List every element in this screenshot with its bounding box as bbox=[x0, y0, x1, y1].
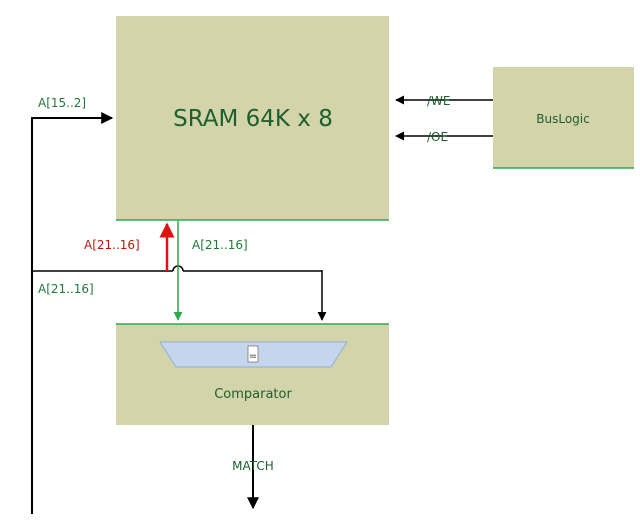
match-label: MATCH bbox=[232, 459, 274, 473]
comparator-symbol: = bbox=[249, 351, 257, 362]
we-label: /WE bbox=[427, 94, 451, 108]
sram-block: SRAM 64K x 8 bbox=[116, 16, 389, 221]
buslogic-label: BusLogic bbox=[536, 112, 589, 126]
addr-low-label: A[15..2] bbox=[38, 96, 86, 110]
oe-label: /OE bbox=[427, 130, 448, 144]
buslogic-block: BusLogic bbox=[493, 67, 634, 169]
comparator-label: Comparator bbox=[214, 387, 292, 402]
address-bus-wires bbox=[31, 112, 327, 514]
sram-label: SRAM 64K x 8 bbox=[173, 106, 333, 132]
addr-high-out-label: A[21..16] bbox=[84, 238, 140, 252]
comparator-block: = Comparator bbox=[116, 323, 389, 425]
addr-high-in-label: A[21..16] bbox=[192, 238, 248, 252]
addr-high-bus-label: A[21..16] bbox=[38, 282, 94, 296]
comparator-symbol-box bbox=[247, 345, 259, 363]
comparator-box bbox=[116, 324, 389, 425]
sram-box bbox=[116, 16, 389, 220]
buslogic-box bbox=[493, 67, 634, 168]
